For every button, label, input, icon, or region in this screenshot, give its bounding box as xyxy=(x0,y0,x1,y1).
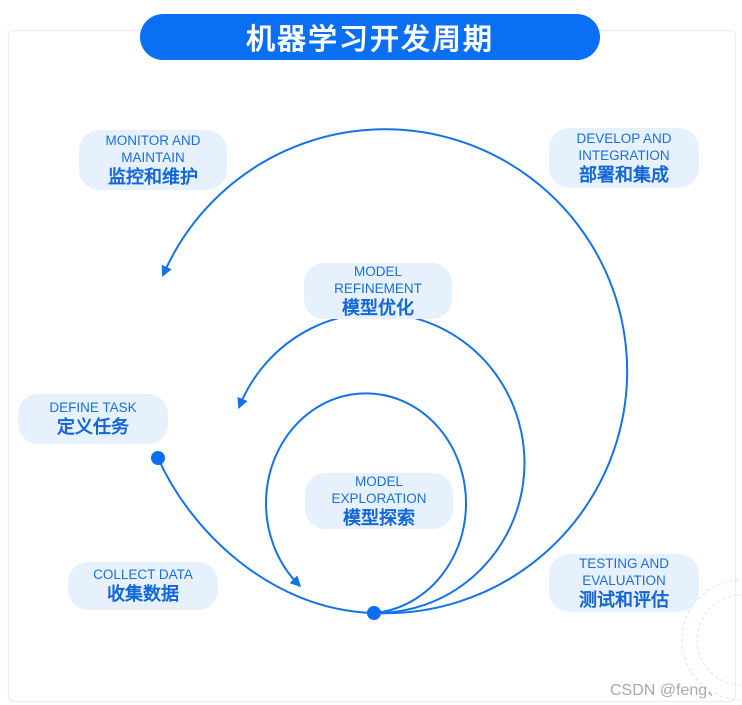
stage-testing-evaluation: TESTING AND EVALUATION 测试和评估 xyxy=(549,554,699,612)
page-title: 机器学习开发周期 xyxy=(140,14,600,60)
stage-label-en: DEFINE TASK xyxy=(49,400,137,415)
stage-label-zh: 定义任务 xyxy=(57,417,129,438)
stage-model-refinement: MODEL REFINEMENT 模型优化 xyxy=(304,263,452,319)
stage-model-exploration: MODEL EXPLORATION 模型探索 xyxy=(305,473,453,529)
arrow-define-to-center xyxy=(157,457,375,614)
arrow-middle-loop xyxy=(237,312,526,615)
stage-label-zh: 部署和集成 xyxy=(579,164,669,186)
stage-label-zh: 监控和维护 xyxy=(108,166,198,188)
stage-label-zh: 模型优化 xyxy=(342,297,414,319)
stage-develop-integration: DEVELOP AND INTEGRATION 部署和集成 xyxy=(549,128,699,188)
stage-label-en: DEVELOP AND INTEGRATION xyxy=(576,130,672,163)
stage-label-en: MODEL EXPLORATION xyxy=(331,473,427,506)
stage-label-zh: 收集数据 xyxy=(107,584,179,605)
arrow-outer-loop xyxy=(161,128,629,615)
stage-collect-data: COLLECT DATA 收集数据 xyxy=(68,562,218,610)
watermark: CSDN @feng、 xyxy=(610,682,724,699)
decorative-rings xyxy=(681,579,742,701)
stage-label-en: MONITOR AND MAINTAIN xyxy=(105,132,201,165)
stage-define-task: DEFINE TASK 定义任务 xyxy=(18,394,168,444)
stage-label-en: MODEL REFINEMENT xyxy=(334,263,422,296)
stage-label-en: TESTING AND EVALUATION xyxy=(578,555,669,588)
stage-label-zh: 模型探索 xyxy=(343,507,415,529)
stage-label-zh: 测试和评估 xyxy=(579,589,669,611)
start-dot xyxy=(151,451,165,465)
center-dot xyxy=(367,606,381,620)
stage-monitor-maintain: MONITOR AND MAINTAIN 监控和维护 xyxy=(79,130,227,190)
stage-label-en: COLLECT DATA xyxy=(93,567,193,582)
arrow-inner-loop xyxy=(265,392,467,614)
